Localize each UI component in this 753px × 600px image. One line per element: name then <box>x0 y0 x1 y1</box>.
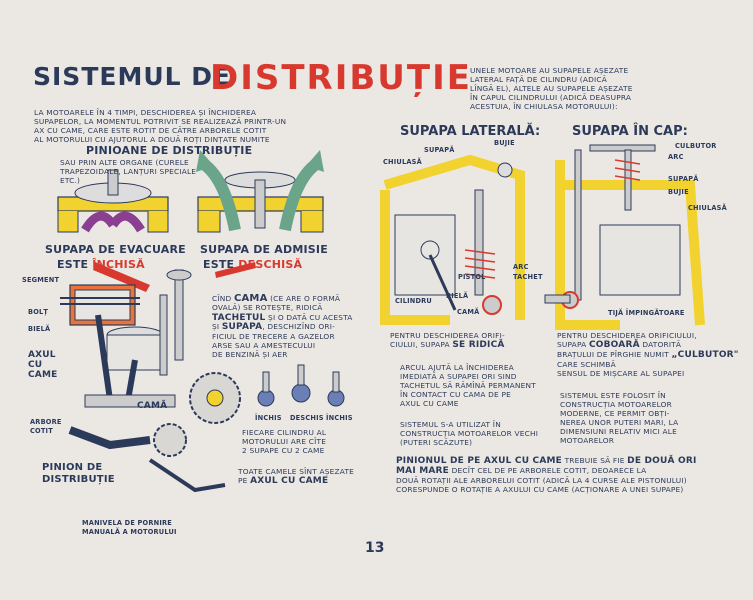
head-desc-post: CARE SCHIMBĂ SENSUL DE MIȘCARE AL SUPAPE… <box>557 360 685 378</box>
head-label-tija: TIJĂ ÎMPINGĂTOARE <box>608 309 685 317</box>
engine-cutaway-illustration <box>60 269 241 493</box>
label-manivela: MANIVELA DE PORNIRE MANUALĂ A MOTORULUI <box>82 519 177 536</box>
pinioane-text: SAU PRIN ALTE ORGANE (CURELE TRAPEZOIDAL… <box>60 158 197 185</box>
cama-text-2: TACHETUL ȘI O DATĂ CU ACESTA <box>212 313 362 323</box>
label-pinion: PINION DE DISTRIBUȚIE <box>42 462 115 485</box>
label-bolt: BOLȚ <box>28 308 49 316</box>
pinioane-heading: PINIOANE DE DISTRIBUȚIE <box>86 144 253 157</box>
sistemul-utilizat-text: SISTEMUL S-A UTILIZAT ÎN CONSTRUCȚIA MOT… <box>400 420 539 447</box>
exhaust-label: SUPAPA DE EVACUARE <box>45 243 186 256</box>
exhaust-state-word: ÎNCHISĂ <box>92 258 145 271</box>
side-label-supapa: SUPAPĂ <box>424 146 455 154</box>
head-desc-bold2: „CULBUTOR" <box>671 350 739 360</box>
cama-word: CAMA <box>233 293 268 304</box>
head-label-culbutor: CULBUTOR <box>675 142 717 150</box>
pinionul-bold1: PINIONUL DE PE AXUL CU CAME <box>396 456 563 466</box>
label-arbore-cotit: ARBORE COTIT <box>30 418 62 435</box>
side-label-cilindru: CILINDRU <box>395 297 432 305</box>
cam-state-3: ÎNCHIS <box>326 414 353 422</box>
head-desc-bold1: COBOARĂ <box>588 340 640 350</box>
toate-pre: TOATE CAMELE SÎNT AȘEZATE PE <box>238 467 355 485</box>
page-number: 13 <box>365 540 385 556</box>
overhead-valve-engine-illustration <box>544 144 705 330</box>
intake-este: ESTE <box>203 258 235 271</box>
exhaust-line1: SUPAPA DE EVACUARE <box>45 243 186 256</box>
side-label-biela: BIELĂ <box>446 292 469 300</box>
label-biela: BIELĂ <box>28 325 51 333</box>
cama-tachetul: TACHETUL <box>212 313 266 323</box>
pinionul-bold2: DE DOUĂ ORI MAI MARE <box>396 456 697 476</box>
head-label-chiulasa: CHIULASĂ <box>688 204 727 212</box>
label-segment: SEGMENT <box>22 276 60 284</box>
cama-pre: CÎND <box>212 294 232 303</box>
sistemul-folosit-text: SISTEMUL ESTE FOLOSIT ÎN CONSTRUCȚIA MOT… <box>560 391 679 445</box>
side-label-pistol: PISTOL <box>458 273 486 281</box>
intake-valve-illustration <box>196 150 324 233</box>
side-label-chiulasa: CHIULASĂ <box>383 158 422 166</box>
unele-text: UNELE MOTOARE AU SUPAPELE AȘEZATE LATERA… <box>470 66 633 111</box>
cama-supapa: SUPAPA <box>221 322 263 332</box>
cama-text: CÎND CAMA (CE ARE O FORMĂ OVALĂ) SE ROTE… <box>212 293 362 313</box>
title-part1: SISTEMUL DE <box>33 62 232 91</box>
supapa-in-cap-heading: SUPAPA ÎN CAP: <box>572 124 688 139</box>
cama-post: (CE ARE O FORMĂ OVALĂ) SE ROTEȘTE, RIDIC… <box>212 294 341 312</box>
exhaust-state: ESTE ÎNCHISĂ <box>57 258 145 271</box>
intro-text: LA MOTOARELE ÎN 4 TIMPI, DESCHIDEREA ȘI … <box>34 108 287 144</box>
lateral-desc-bold: SE RIDICĂ <box>452 340 505 350</box>
head-desc-mid: DATORITĂ BRAȚULUI DE PÎRGHIE NUMIT <box>557 340 682 359</box>
head-label-supapa: SUPAPĂ <box>668 175 699 183</box>
exhaust-valve-illustration <box>57 169 169 233</box>
label-axul-cu-came: AXUL CU CAME <box>28 350 58 380</box>
supapa-laterala-heading: SUPAPA LATERALĂ: <box>400 124 541 139</box>
toate-bold: AXUL CU CAME <box>250 476 329 486</box>
cama-rest: , DESCHIZÎND ORI- FICIUL DE TRECERE A GA… <box>212 322 335 359</box>
head-desc-pre: PENTRU DESCHIDEREA ORIFICIULUI, SUPAPA <box>557 331 697 349</box>
head-desc: PENTRU DESCHIDEREA ORIFICIULUI, SUPAPA C… <box>557 331 747 378</box>
head-label-bujie: BUJIE <box>668 188 689 196</box>
intake-state: ESTE DESCHISĂ <box>203 258 302 271</box>
toate-text: TOATE CAMELE SÎNT AȘEZATE PE AXUL CU CAM… <box>238 467 354 486</box>
cam-state-2: DESCHIS <box>290 414 324 422</box>
side-label-arc: ARC <box>513 263 529 271</box>
side-label-bujie: BUJIE <box>494 139 515 147</box>
intake-state-word: DESCHISĂ <box>238 258 303 271</box>
exhaust-este: ESTE <box>57 258 89 271</box>
side-label-tachet: TACHET <box>513 273 543 281</box>
pinionul-t1: TREBUIE SĂ FIE <box>564 456 625 465</box>
pinionul-text: PINIONUL DE PE AXUL CU CAME TREBUIE SĂ F… <box>396 456 741 494</box>
label-cama: CAMĂ <box>137 401 168 411</box>
lateral-desc-pre: PENTRU DESCHIDEREA ORIFI- CIULUI, SUPAPA <box>390 331 505 349</box>
intake-label: SUPAPA DE ADMISIE <box>200 243 328 256</box>
pinionul-t2: DECÎT CEL DE PE ARBORELE COTIT, DEOARECE… <box>396 466 687 494</box>
side-valve-engine-illustration <box>380 154 525 325</box>
head-label-arc: ARC <box>668 153 684 161</box>
cama-si: ȘI <box>212 322 220 331</box>
cama-text-3: ȘI SUPAPA, DESCHIZÎND ORI- FICIUL DE TRE… <box>212 322 362 359</box>
cam-state-1: ÎNCHIS <box>255 414 282 422</box>
lateral-desc: PENTRU DESCHIDEREA ORIFI- CIULUI, SUPAPA… <box>390 331 545 350</box>
arcul-text: ARCUL AJUTĂ LA ÎNCHIDEREA IMEDIATĂ A SUP… <box>400 363 536 408</box>
cam-states-illustration <box>257 364 345 407</box>
fiecare-text: FIECARE CILINDRU AL MOTORULUI ARE CÎTE 2… <box>242 428 327 455</box>
cama-mid: ȘI O DATĂ CU ACESTA <box>268 313 353 322</box>
title-part2: DISTRIBUȚIE <box>210 58 472 98</box>
intake-line1: SUPAPA DE ADMISIE <box>200 243 328 256</box>
side-label-cama: CAMĂ <box>457 308 480 316</box>
